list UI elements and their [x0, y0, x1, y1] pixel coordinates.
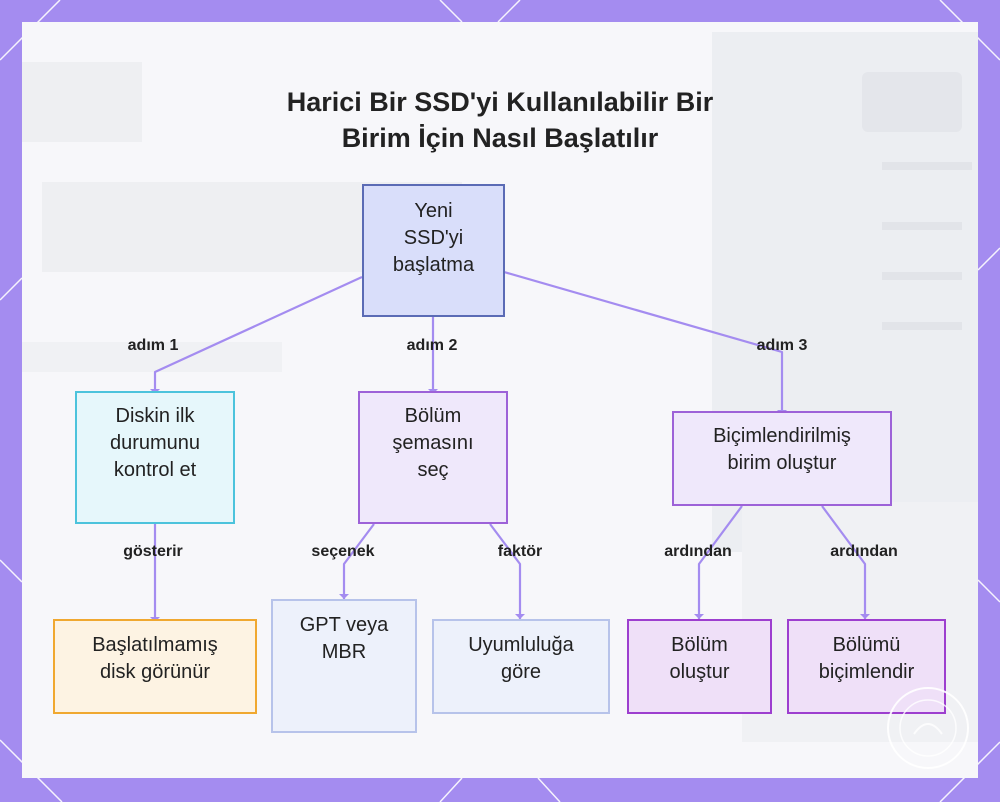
- edge-label-step1: adım 1: [127, 337, 179, 354]
- node-step1-line-1: Diskin ilk: [115, 405, 195, 427]
- node-leaf2-line-2: MBR: [321, 641, 367, 663]
- edge-label-step2: adım 2: [406, 337, 458, 354]
- node-step2-line-1: Bölüm: [404, 405, 462, 427]
- node-leaf2-line-1: GPT veya: [299, 614, 389, 636]
- node-leaf1: Başlatılmamış disk görünür: [53, 619, 257, 714]
- node-leaf5-line-2: biçimlendir: [818, 661, 915, 683]
- node-step3: Biçimlendirilmiş birim oluştur: [672, 411, 892, 506]
- node-step2-line-2: şemasını: [392, 432, 474, 454]
- diagram-canvas: Harici Bir SSD'yi Kullanılabilir Bir Bir…: [22, 22, 978, 778]
- node-step3-line-2: birim oluştur: [727, 452, 837, 474]
- node-root-line-2: SSD'yi: [403, 227, 464, 249]
- arrowhead-leaf3: [515, 614, 525, 619]
- edge-step3-leaf5: [821, 505, 867, 619]
- edge-label-then-b: ardından: [830, 543, 898, 560]
- node-step2-line-3: seç: [417, 459, 449, 481]
- node-leaf5-line-1: Bölümü: [832, 634, 901, 656]
- edge-label-step3: adım 3: [756, 337, 808, 354]
- node-leaf4-line-1: Bölüm: [671, 634, 728, 656]
- node-leaf1-line-2: disk görünür: [99, 661, 211, 683]
- arrowhead-leaf5: [860, 614, 870, 619]
- edge-label-shows: gösterir: [123, 543, 183, 560]
- edge-step3-leaf4: [697, 505, 743, 619]
- node-root-line-1: Yeni: [414, 200, 453, 222]
- watermark-badge-icon: [887, 687, 969, 769]
- node-root: Yeni SSD'yi başlatma: [362, 184, 505, 317]
- edge-root-step1: [153, 276, 363, 389]
- node-leaf1-line-1: Başlatılmamış: [92, 634, 218, 656]
- node-step2: Bölüm şemasını seç: [358, 391, 508, 524]
- node-root-line-3: başlatma: [392, 254, 475, 276]
- arrowhead-leaf2: [339, 594, 349, 599]
- node-leaf5: Bölümü biçimlendir: [787, 619, 946, 714]
- node-leaf4-line-2: oluştur: [669, 661, 730, 683]
- edge-root-step3: [503, 270, 784, 410]
- edge-label-then-a: ardından: [664, 543, 732, 560]
- node-step1-line-3: kontrol et: [113, 459, 197, 481]
- edge-label-option: seçenek: [311, 543, 375, 560]
- node-step1: Diskin ilk durumunu kontrol et: [75, 391, 235, 524]
- arrowhead-leaf4: [694, 614, 704, 619]
- node-leaf4: Bölüm oluştur: [627, 619, 772, 714]
- title-line-2: Birim İçin Nasıl Başlatılır: [341, 123, 659, 153]
- node-leaf3-line-1: Uyumluluğa: [468, 634, 574, 656]
- title-line-1: Harici Bir SSD'yi Kullanılabilir Bir: [286, 87, 714, 117]
- node-leaf2: GPT veya MBR: [271, 599, 417, 733]
- node-step1-line-2: durumunu: [109, 432, 201, 454]
- node-leaf3: Uyumluluğa göre: [432, 619, 610, 714]
- node-leaf3-line-2: göre: [500, 661, 542, 683]
- edge-step2-leaf2: [342, 523, 375, 599]
- edge-step2-leaf3: [489, 523, 522, 619]
- edge-label-factor: faktör: [497, 543, 543, 560]
- diagram-title: Harici Bir SSD'yi Kullanılabilir Bir Bir…: [22, 84, 978, 156]
- node-step3-line-1: Biçimlendirilmiş: [713, 425, 851, 447]
